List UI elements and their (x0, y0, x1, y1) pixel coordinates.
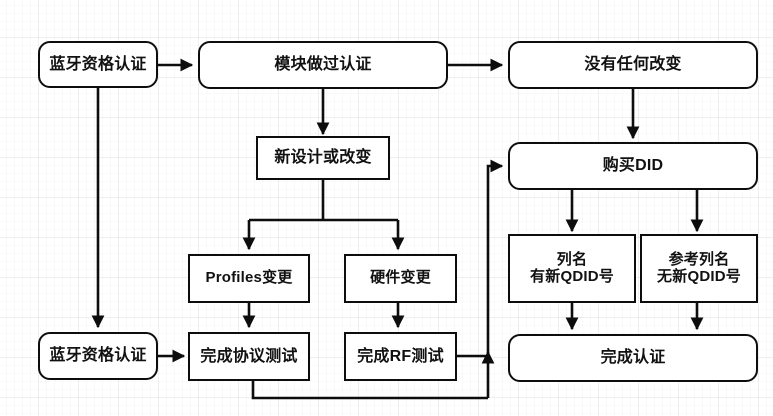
node-rf-test-complete[interactable]: 完成RF测试 (344, 332, 457, 381)
node-profiles-change[interactable]: Profiles变更 (188, 254, 310, 303)
node-label: 完成认证 (600, 349, 666, 367)
node-no-change[interactable]: 没有任何改变 (508, 41, 758, 89)
node-label: 模块做过认证 (274, 56, 372, 74)
node-label: 购买DID (602, 157, 664, 175)
node-listed-new-qdid[interactable]: 列名 有新QDID号 (508, 234, 636, 303)
node-buy-did[interactable]: 购买DID (508, 142, 758, 190)
node-label: Profiles变更 (205, 269, 293, 287)
node-protocol-test-complete[interactable]: 完成协议测试 (188, 332, 310, 381)
node-module-certified[interactable]: 模块做过认证 (198, 41, 448, 89)
node-reference-listing-no-new-qdid[interactable]: 参考列名 无新QDID号 (640, 234, 758, 303)
node-label: 没有任何改变 (584, 56, 682, 74)
node-label: 蓝牙资格认证 (49, 55, 147, 73)
node-label: 蓝牙资格认证 (49, 347, 147, 365)
node-new-design-or-change[interactable]: 新设计或改变 (256, 136, 390, 180)
node-label: 新设计或改变 (274, 149, 372, 167)
node-certification-complete[interactable]: 完成认证 (508, 334, 758, 382)
node-label: 完成协议测试 (200, 347, 298, 365)
node-label: 列名 有新QDID号 (530, 250, 614, 285)
edge-protocoltest-to-buydid (251, 381, 488, 400)
node-label: 硬件变更 (370, 269, 431, 287)
node-bluetooth-qualification-top[interactable]: 蓝牙资格认证 (38, 41, 158, 88)
node-label: 参考列名 无新QDID号 (657, 250, 741, 285)
edge-merge-riser-to-buydid (486, 159, 504, 356)
node-hardware-change[interactable]: 硬件变更 (344, 254, 457, 303)
node-label: 完成RF测试 (357, 347, 444, 365)
node-bluetooth-qualification-bottom[interactable]: 蓝牙资格认证 (38, 332, 158, 380)
